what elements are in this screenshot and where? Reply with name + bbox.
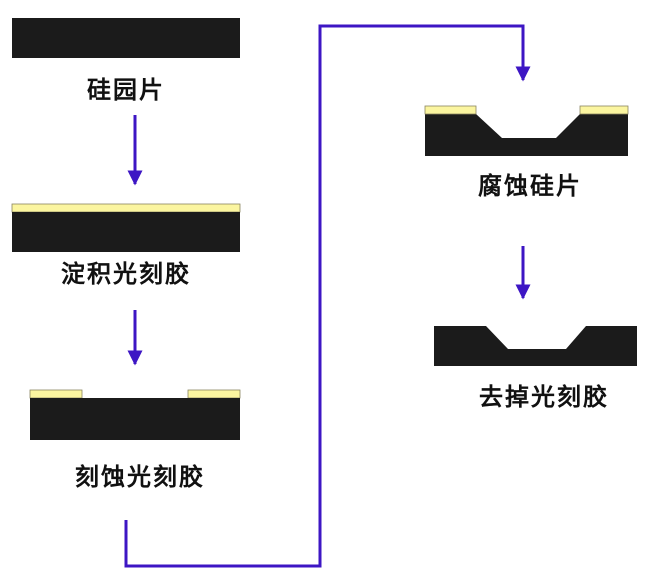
step-1-bare-wafer bbox=[12, 18, 240, 58]
photoresist-pad-right bbox=[579, 105, 629, 115]
label-etch-photoresist: 刻蚀光刻胶 bbox=[75, 463, 205, 491]
silicon-wafer bbox=[12, 18, 240, 58]
photoresist-layer bbox=[11, 203, 241, 213]
step-4-silicon-etched bbox=[424, 105, 629, 156]
photoresist-pad-right bbox=[187, 389, 241, 399]
silicon-wafer bbox=[12, 212, 240, 252]
step-3-resist-patterned bbox=[29, 389, 241, 440]
step-2-resist-deposited bbox=[11, 203, 241, 252]
silicon-wafer bbox=[30, 398, 240, 440]
label-silicon-wafer: 硅园片 bbox=[87, 76, 165, 104]
label-deposit-photoresist: 淀积光刻胶 bbox=[61, 260, 191, 288]
flow-connector bbox=[124, 24, 531, 568]
photoresist-pad-left bbox=[424, 105, 477, 115]
label-remove-photoresist: 去掉光刻胶 bbox=[479, 383, 609, 411]
silicon-wafer-etched bbox=[425, 114, 628, 156]
step-5-resist-removed bbox=[434, 326, 637, 366]
photoresist-pad-left bbox=[29, 389, 83, 399]
silicon-wafer-final bbox=[434, 326, 637, 366]
label-etch-silicon: 腐蚀硅片 bbox=[478, 172, 582, 200]
